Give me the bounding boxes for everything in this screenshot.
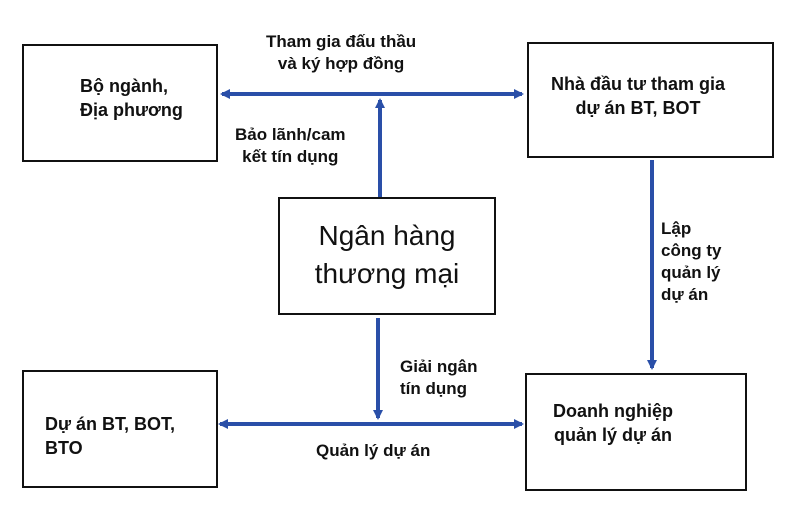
- node-bo-nganh: Bộ ngành, Địa phương: [22, 44, 218, 162]
- edge-label-giai-ngan: Giải ngân tín dụng: [400, 357, 478, 398]
- node-du-an: Dự án BT, BOT, BTO: [22, 370, 218, 488]
- node-doanh-nghiep: Doanh nghiệp quản lý dự án: [525, 373, 747, 491]
- node-nha-dau-tu-label: Nhà đầu tư tham gia dự án BT, BOT: [551, 74, 726, 118]
- node-doanh-nghiep-label: Doanh nghiệp quản lý dự án: [553, 401, 673, 445]
- edge-label-quan-ly: Quản lý dự án: [316, 441, 431, 460]
- edge-label-bao-lanh: Bảo lãnh/cam kết tín dụng: [235, 125, 346, 166]
- edge-label-lap-cong-ty: Lập công ty quản lý dự án: [661, 219, 722, 304]
- node-ngan-hang: Ngân hàng thương mại: [278, 197, 496, 315]
- node-ngan-hang-label: Ngân hàng thương mại: [314, 220, 460, 289]
- node-du-an-label: Dự án BT, BOT, BTO: [45, 414, 176, 458]
- node-nha-dau-tu: Nhà đầu tư tham gia dự án BT, BOT: [527, 42, 774, 158]
- node-bo-nganh-label: Bộ ngành, Địa phương: [80, 76, 183, 120]
- edge-label-tham-gia: Tham gia đấu thầu và ký hợp đồng: [266, 32, 417, 73]
